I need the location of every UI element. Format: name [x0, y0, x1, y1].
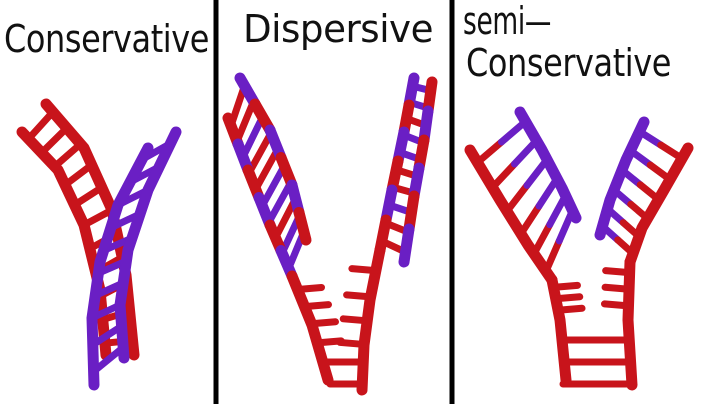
dispersive-stem-left-teeth-tooth [294, 283, 325, 293]
dispersive-right-arm-rail-seg [398, 223, 415, 268]
semi-left-arm-rail [464, 144, 558, 286]
dispersive-stem-right-teeth-tooth [339, 315, 371, 325]
dispersive-stem-right-teeth-tooth [343, 291, 375, 301]
conservative-purple-duplex-rail [114, 126, 182, 364]
panel-conservative: Conservative [4, 17, 210, 61]
title-semi: semi— [463, 0, 551, 43]
dispersive-stem-right-teeth [336, 265, 380, 348]
semi-stem-right-teeth-tooth [600, 300, 632, 310]
dispersive-left-arm-rung [265, 178, 295, 226]
semi-stem-left-teeth-tooth [554, 304, 586, 314]
semi-stem-rungs [559, 336, 634, 388]
title-semi-conservative: Conservative [466, 41, 671, 85]
dispersive-left-arm-rung [258, 162, 288, 210]
conservative-purple-duplex-rail [86, 142, 154, 391]
dispersive-right-arm-rail-seg [403, 190, 420, 235]
dispersive-stem-rungs [322, 358, 368, 388]
dispersive-stem-left-teeth-tooth [308, 318, 339, 328]
semi-stem-left-teeth [549, 281, 586, 314]
semi-stem-right-teeth [600, 267, 634, 310]
dispersive-left-arm-rung [245, 129, 275, 177]
semi-stem-rail [622, 256, 638, 391]
dispersive-left-arm-rail-seg [293, 207, 312, 246]
dna-strands [16, 72, 694, 396]
dispersive-stem-left-teeth [294, 283, 345, 347]
panel-semi-conservative: semi— Conservative [463, 0, 672, 85]
semi-stem [546, 256, 638, 391]
conservative-red-duplex-rung [51, 140, 85, 171]
panel-dispersive: Dispersive [243, 7, 434, 51]
semi-right-arm-rail [594, 116, 650, 241]
semi-right-arm-rail [624, 142, 694, 268]
dispersive-left-arm [222, 72, 312, 282]
dispersive-stem-right-teeth-tooth [348, 265, 380, 275]
dispersive-stem-left-teeth-tooth [301, 301, 332, 311]
conservative-red-duplex-rung [25, 108, 57, 143]
semi-stem-left-teeth-tooth [552, 293, 584, 303]
semi-stem-left-teeth-tooth [549, 281, 581, 291]
conservative-purple-duplex [86, 126, 182, 391]
dispersive-left-arm-rung [252, 145, 282, 193]
semi-stem-right-teeth-tooth [601, 283, 633, 293]
conservative-red-duplex-rung [38, 124, 71, 157]
dispersive-right-arm [374, 72, 438, 268]
title-conservative: Conservative [4, 17, 209, 61]
dispersive-stem-right-teeth-tooth [336, 338, 368, 348]
semi-stem-right-teeth-tooth [602, 267, 634, 277]
semi-right-arm [594, 116, 694, 268]
semi-left-arm [464, 106, 582, 286]
title-dispersive: Dispersive [243, 7, 433, 51]
semi-left-arm-rail [514, 106, 582, 224]
